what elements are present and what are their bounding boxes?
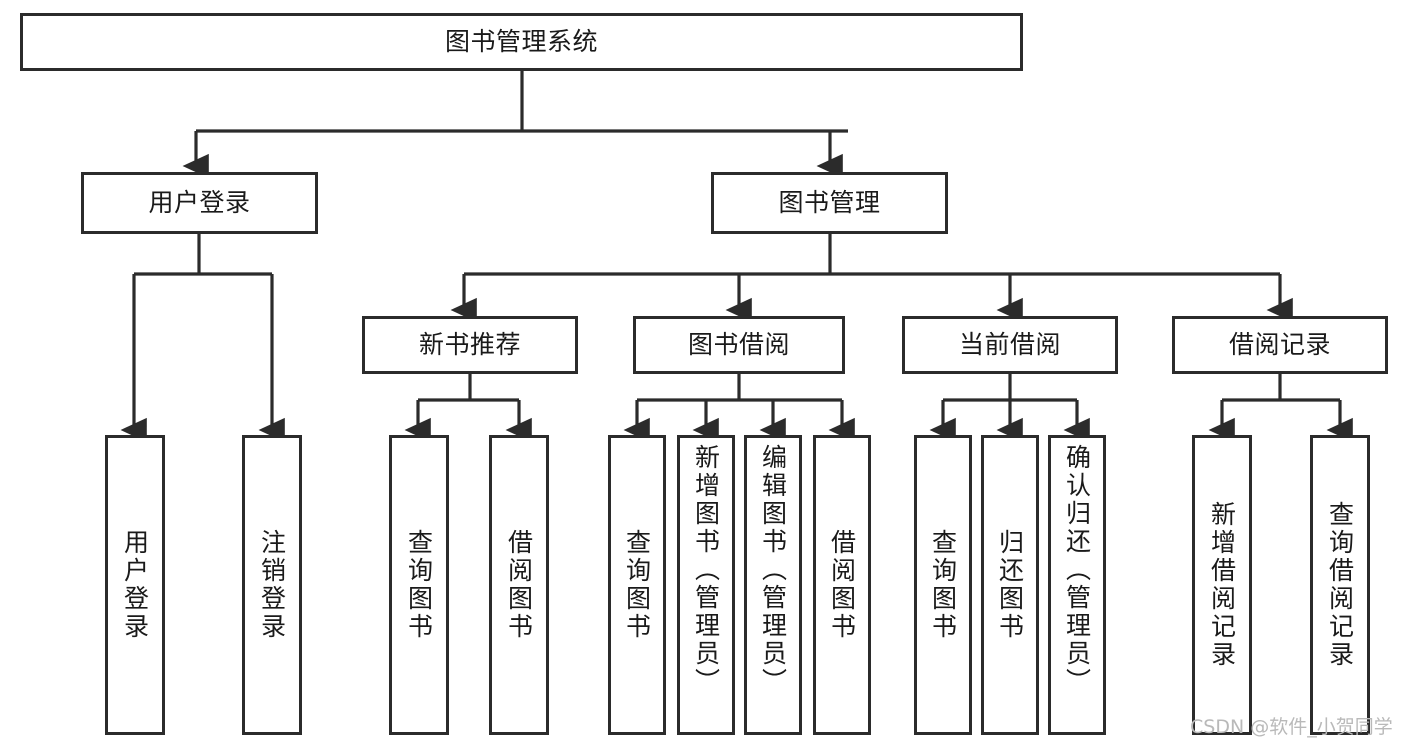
node-root-label: 图书管理系统 bbox=[444, 27, 598, 56]
node-leaf-user-login-label: 用户登录 bbox=[120, 529, 150, 641]
node-new-book-recommend-label: 新书推荐 bbox=[418, 330, 521, 359]
node-leaf-borrow-book-1-label: 借阅图书 bbox=[504, 529, 534, 641]
node-leaf-return-book-label: 归还图书 bbox=[995, 529, 1025, 641]
node-user-login[interactable]: 用户登录 bbox=[81, 172, 318, 234]
node-leaf-add-book[interactable]: 新增图书（管理员） bbox=[677, 435, 735, 735]
node-new-book-recommend[interactable]: 新书推荐 bbox=[362, 316, 578, 374]
node-leaf-borrow-book-2-label: 借阅图书 bbox=[827, 529, 857, 641]
node-leaf-add-book-label: 新增图书（管理员） bbox=[691, 444, 721, 696]
node-borrow-record[interactable]: 借阅记录 bbox=[1172, 316, 1388, 374]
node-book-manage[interactable]: 图书管理 bbox=[711, 172, 948, 234]
node-leaf-user-login[interactable]: 用户登录 bbox=[105, 435, 165, 735]
node-leaf-edit-book[interactable]: 编辑图书（管理员） bbox=[744, 435, 802, 735]
node-leaf-add-record[interactable]: 新增借阅记录 bbox=[1192, 435, 1252, 735]
node-leaf-query-book-1[interactable]: 查询图书 bbox=[389, 435, 449, 735]
node-book-manage-label: 图书管理 bbox=[778, 188, 881, 217]
node-current-borrow[interactable]: 当前借阅 bbox=[902, 316, 1118, 374]
node-leaf-edit-book-label: 编辑图书（管理员） bbox=[758, 444, 788, 696]
node-leaf-borrow-book-2[interactable]: 借阅图书 bbox=[813, 435, 871, 735]
node-leaf-query-record[interactable]: 查询借阅记录 bbox=[1310, 435, 1370, 735]
node-leaf-borrow-book-1[interactable]: 借阅图书 bbox=[489, 435, 549, 735]
node-leaf-query-book-3-label: 查询图书 bbox=[928, 529, 958, 641]
node-leaf-query-record-label: 查询借阅记录 bbox=[1325, 501, 1355, 669]
node-leaf-return-book[interactable]: 归还图书 bbox=[981, 435, 1039, 735]
node-leaf-logout-login[interactable]: 注销登录 bbox=[242, 435, 302, 735]
node-leaf-query-book-3[interactable]: 查询图书 bbox=[914, 435, 972, 735]
node-leaf-query-book-2[interactable]: 查询图书 bbox=[608, 435, 666, 735]
watermark-text: CSDN @软件_小贺同学 bbox=[1190, 716, 1393, 738]
node-borrow-record-label: 借阅记录 bbox=[1228, 330, 1331, 359]
node-book-borrow-label: 图书借阅 bbox=[687, 330, 790, 359]
node-leaf-confirm-return-label: 确认归还（管理员） bbox=[1062, 444, 1092, 696]
node-leaf-confirm-return[interactable]: 确认归还（管理员） bbox=[1048, 435, 1106, 735]
node-leaf-logout-login-label: 注销登录 bbox=[257, 529, 287, 641]
node-book-borrow[interactable]: 图书借阅 bbox=[633, 316, 845, 374]
node-current-borrow-label: 当前借阅 bbox=[958, 330, 1061, 359]
node-leaf-query-book-1-label: 查询图书 bbox=[404, 529, 434, 641]
node-leaf-add-record-label: 新增借阅记录 bbox=[1207, 501, 1237, 669]
node-root[interactable]: 图书管理系统 bbox=[20, 13, 1023, 71]
node-leaf-query-book-2-label: 查询图书 bbox=[622, 529, 652, 641]
node-user-login-label: 用户登录 bbox=[148, 188, 251, 217]
